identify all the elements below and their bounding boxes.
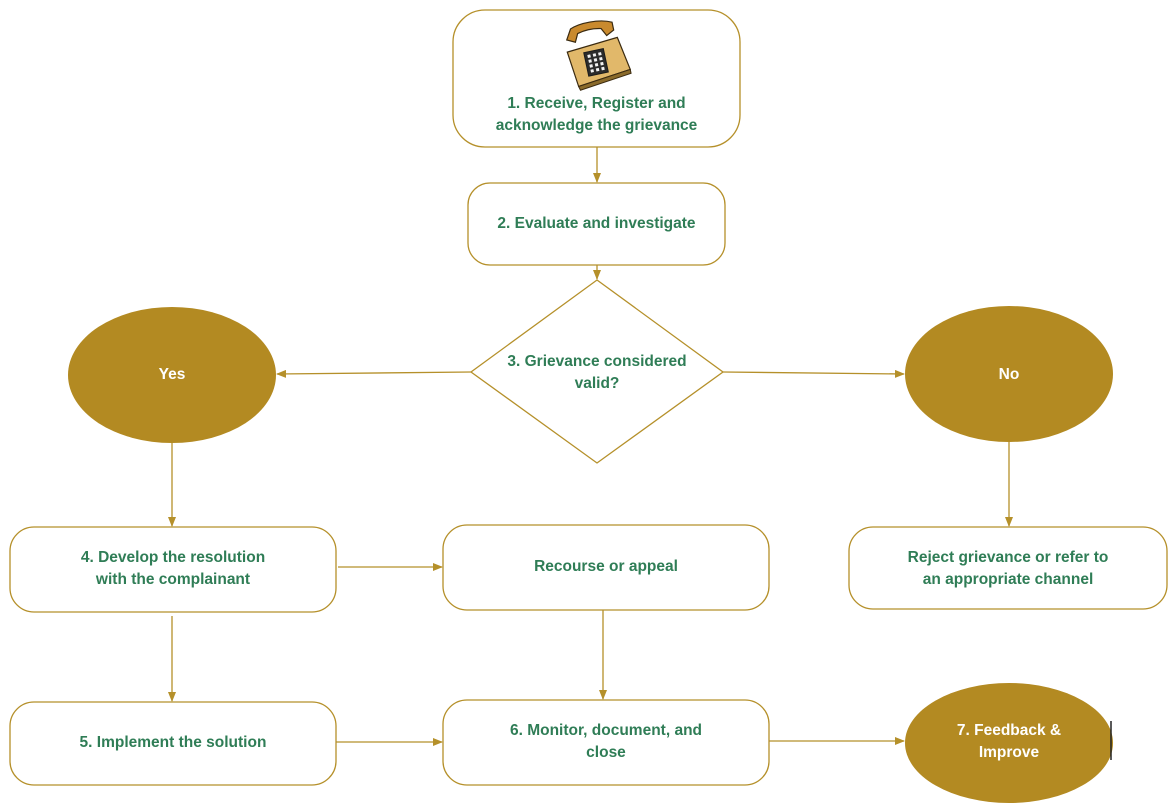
yes-ellipse <box>68 307 276 443</box>
step2-label: 2. Evaluate and investigate <box>497 215 696 232</box>
no-ellipse <box>905 306 1113 442</box>
step6-box <box>442 699 770 786</box>
arrow-step3-to-no <box>722 369 905 378</box>
step7-ellipse <box>905 683 1113 803</box>
yes-label: Yes <box>158 366 186 383</box>
telephone-icon <box>565 20 632 91</box>
step5-box <box>9 701 337 786</box>
recourse-label: Recourse or appeal <box>534 558 678 575</box>
arrow-step3-to-yes <box>276 369 472 378</box>
step3-decision-diamond <box>469 279 725 464</box>
step6-label: 6. Monitor, document, and close <box>509 722 703 761</box>
no-label: No <box>998 366 1020 383</box>
reject-box <box>848 526 1168 610</box>
step4-box <box>9 526 337 613</box>
step4-label: 4. Develop the resolution with the compl… <box>80 549 266 588</box>
reject-label: Reject grievance or refer to an appropri… <box>907 549 1109 588</box>
step7-label: 7. Feedback & Improve <box>956 722 1062 761</box>
recourse-box <box>442 524 770 611</box>
step3-label: 3. Grievance considered valid? <box>507 353 687 392</box>
step5-label: 5. Implement the solution <box>79 734 267 751</box>
step1-label: 1. Receive, Register and acknowledge the… <box>495 95 698 134</box>
